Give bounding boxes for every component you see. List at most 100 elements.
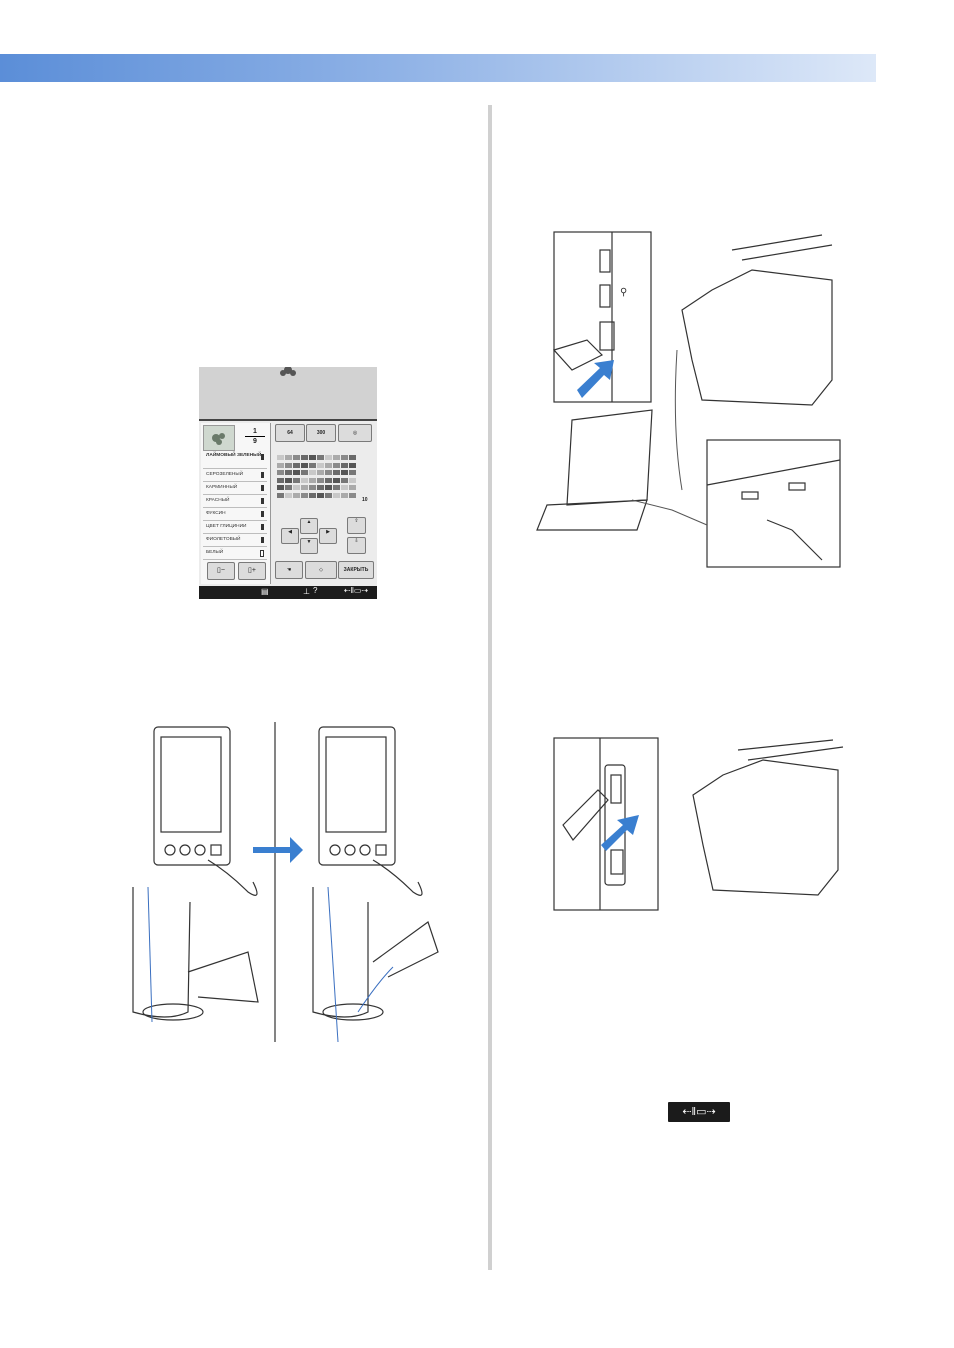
color-swatch[interactable] <box>325 485 332 490</box>
color-swatch[interactable] <box>341 470 348 475</box>
color-swatch[interactable] <box>325 463 332 468</box>
thread-chart-button[interactable]: ◎ <box>338 424 372 442</box>
color-swatch[interactable] <box>301 493 308 498</box>
color-swatch[interactable] <box>309 478 316 483</box>
color-swatch[interactable] <box>277 485 284 490</box>
palette-64-button[interactable]: 64 <box>275 424 305 442</box>
color-swatch[interactable] <box>349 470 356 475</box>
list-item[interactable]: БЕЛЫЙ <box>203 547 267 560</box>
document-icon[interactable]: ▤ <box>261 587 269 596</box>
arrow-down-button[interactable]: ▼ <box>300 538 318 554</box>
arrow-right-icon <box>253 837 303 863</box>
color-swatch[interactable] <box>325 455 332 460</box>
color-swatch[interactable] <box>317 463 324 468</box>
color-swatch[interactable] <box>277 455 284 460</box>
arrow-right-button[interactable]: ▶ <box>319 528 337 544</box>
color-swatch[interactable] <box>309 470 316 475</box>
color-swatch[interactable] <box>333 463 340 468</box>
color-swatch[interactable] <box>325 470 332 475</box>
color-swatch[interactable] <box>349 493 356 498</box>
color-swatch[interactable] <box>277 463 284 468</box>
list-item[interactable]: ЛАЙМОВЫЙ ЗЕЛЕНЫЙ <box>203 451 267 469</box>
color-swatch[interactable] <box>341 485 348 490</box>
list-item[interactable]: ФУКСИН <box>203 508 267 521</box>
arrow-down-icon: ⇩ <box>354 538 358 544</box>
color-swatch[interactable] <box>277 493 284 498</box>
color-swatch[interactable] <box>333 455 340 460</box>
list-item[interactable]: ЦВЕТ ГЛИЦИНИИ <box>203 521 267 534</box>
scroll-down-button[interactable]: ⇩ <box>347 537 366 554</box>
color-swatch[interactable] <box>349 478 356 483</box>
color-swatch[interactable] <box>349 455 356 460</box>
color-swatch[interactable] <box>317 455 324 460</box>
color-swatch[interactable] <box>349 463 356 468</box>
help-icon[interactable]: ? <box>313 586 317 595</box>
arrow-icon <box>577 360 614 398</box>
color-swatch[interactable] <box>309 485 316 490</box>
color-swatch[interactable] <box>325 493 332 498</box>
color-swatch[interactable] <box>301 463 308 468</box>
diamond-icon: ◇ <box>319 567 323 573</box>
color-swatch[interactable] <box>293 478 300 483</box>
color-swatch[interactable] <box>317 485 324 490</box>
hand-button[interactable]: ☚ <box>275 561 303 579</box>
spool-icon <box>261 454 264 460</box>
color-swatch[interactable] <box>301 478 308 483</box>
color-swatch[interactable] <box>325 478 332 483</box>
spool-icon <box>261 498 264 504</box>
usb-flash-drive-illustration <box>553 735 853 915</box>
color-swatch[interactable] <box>309 463 316 468</box>
palette-300-button[interactable]: 300 <box>306 424 336 442</box>
color-swatch[interactable] <box>293 485 300 490</box>
color-swatch[interactable] <box>285 478 292 483</box>
list-item[interactable]: КРАСНЫЙ <box>203 495 267 508</box>
color-swatch[interactable] <box>277 470 284 475</box>
color-swatch[interactable] <box>317 470 324 475</box>
thread-cutter-key-icon[interactable]: ⇠ǁ▭⇢ <box>339 586 373 598</box>
embroidery-motif-icon <box>199 367 377 419</box>
spool-icon <box>261 472 264 478</box>
usb-icon: ⚲ <box>620 287 627 298</box>
color-swatch[interactable] <box>293 470 300 475</box>
machine-icon[interactable]: ⊥ <box>303 587 310 596</box>
color-swatch[interactable] <box>293 455 300 460</box>
color-swatch[interactable] <box>309 455 316 460</box>
column-divider <box>488 105 492 1270</box>
chevron-down-icon: ▼ <box>307 539 312 545</box>
color-swatch[interactable] <box>285 455 292 460</box>
color-swatch[interactable] <box>317 493 324 498</box>
color-swatch[interactable] <box>293 463 300 468</box>
color-swatch[interactable] <box>317 478 324 483</box>
color-swatch[interactable] <box>285 470 292 475</box>
color-swatch[interactable] <box>341 478 348 483</box>
color-swatch[interactable] <box>333 470 340 475</box>
sort-button[interactable]: ◇ <box>305 561 337 579</box>
color-swatch[interactable] <box>333 478 340 483</box>
color-swatch[interactable] <box>349 485 356 490</box>
scroll-up-button[interactable]: ⇧ <box>347 517 366 534</box>
color-swatch[interactable] <box>341 463 348 468</box>
color-swatch[interactable] <box>333 493 340 498</box>
close-button[interactable]: ЗАКРЫТЬ <box>338 561 374 579</box>
color-swatch[interactable] <box>301 470 308 475</box>
list-item[interactable]: ФИОЛЕТОВЫЙ <box>203 534 267 547</box>
color-swatch[interactable] <box>285 485 292 490</box>
arrow-left-button[interactable]: ◀ <box>281 528 299 544</box>
color-palette-grid[interactable] <box>277 455 357 499</box>
color-swatch[interactable] <box>285 463 292 468</box>
list-item[interactable]: КАРМИННЫЙ <box>203 482 267 495</box>
color-swatch[interactable] <box>293 493 300 498</box>
arrow-up-button[interactable]: ▲ <box>300 518 318 534</box>
color-swatch[interactable] <box>341 493 348 498</box>
color-swatch[interactable] <box>285 493 292 498</box>
color-swatch[interactable] <box>333 485 340 490</box>
color-swatch[interactable] <box>341 455 348 460</box>
color-swatch[interactable] <box>309 493 316 498</box>
thread-minus-button[interactable]: ▯− <box>207 562 235 580</box>
color-swatch[interactable] <box>301 485 308 490</box>
list-item[interactable]: СЕРОЗЕЛЕНЫЙ <box>203 469 267 482</box>
thread-plus-button[interactable]: ▯+ <box>238 562 266 580</box>
color-swatch[interactable] <box>301 455 308 460</box>
spool-icon <box>260 550 264 557</box>
color-swatch[interactable] <box>277 478 284 483</box>
